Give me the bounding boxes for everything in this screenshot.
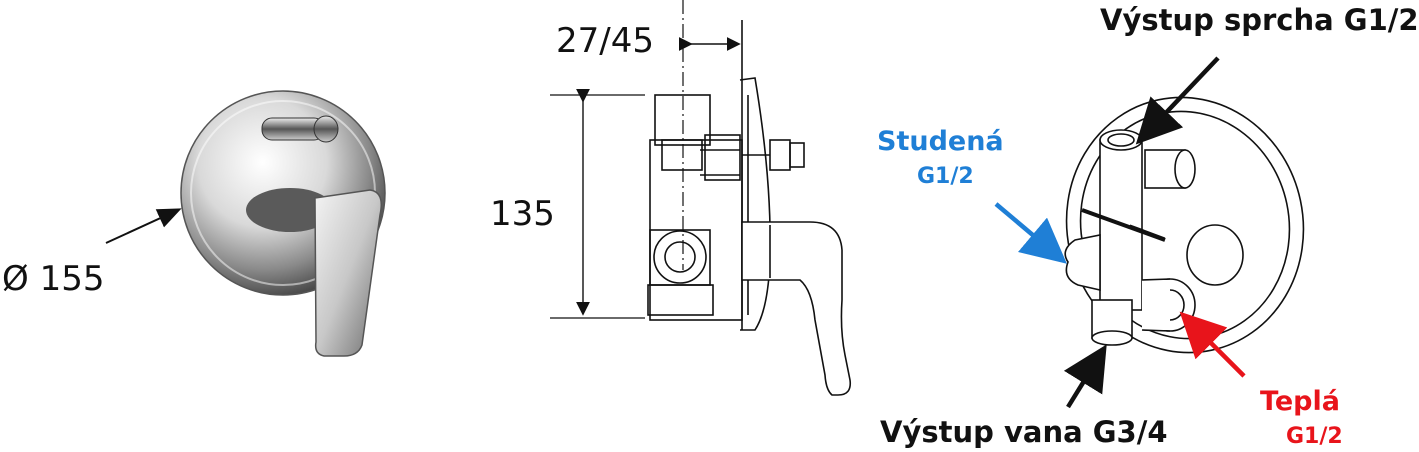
cold-inlet-arrow <box>994 202 1067 264</box>
product-photo <box>180 90 386 357</box>
depth-label: 27/45 <box>556 21 654 61</box>
side-view-drawing <box>550 0 852 396</box>
hot-size-label: G1/2 <box>1286 424 1343 449</box>
bath-outlet-arrow <box>1063 344 1107 409</box>
shower-outlet-arrow <box>1135 56 1220 145</box>
cold-size-label: G1/2 <box>917 164 974 189</box>
isometric-drawing <box>1064 96 1305 354</box>
hot-inlet-arrow <box>1179 311 1246 378</box>
height-label: 135 <box>490 194 555 234</box>
shower-outlet-label: Výstup sprcha G1/2 <box>1100 3 1419 37</box>
diameter-label: Ø 155 <box>2 259 105 299</box>
hot-label: Teplá <box>1260 386 1340 417</box>
diameter-leader <box>105 208 182 244</box>
cold-label: Studená <box>877 126 1004 157</box>
bath-outlet-label: Výstup vana G3/4 <box>880 415 1168 449</box>
